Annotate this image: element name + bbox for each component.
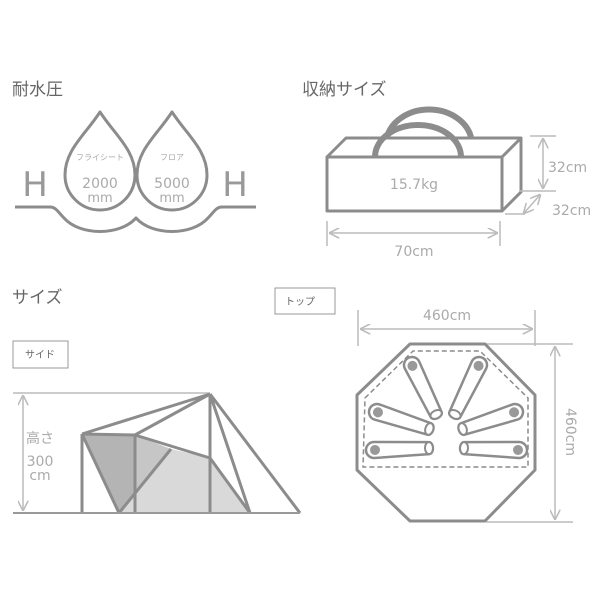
- side-tag: サイド: [25, 349, 55, 361]
- fly-value: 2000: [82, 176, 118, 192]
- bag-front: [325, 155, 504, 213]
- size-title: サイズ: [12, 288, 63, 308]
- fly-unit: mm: [87, 191, 112, 206]
- storage-title: 収納サイズ: [302, 80, 387, 100]
- floor-value: 5000: [154, 176, 190, 192]
- sleeping-bag-icon: [364, 438, 435, 460]
- sleeping-bag-icon: [400, 353, 447, 423]
- water-pressure-title: 耐水圧: [12, 80, 63, 100]
- storage-width: 70cm: [394, 244, 433, 260]
- top-tag-box: [274, 287, 336, 315]
- side-tag-box: [12, 340, 69, 369]
- storage-depth: 32cm: [552, 203, 591, 219]
- height-symbol-left: H: [22, 165, 48, 205]
- bag-handle-front: [372, 122, 464, 158]
- side-height-unit: cm: [29, 468, 50, 484]
- sleeping-bag-icon: [444, 353, 491, 423]
- storage-height: 32cm: [548, 160, 587, 176]
- storage-bag-graphic: 15.7kg 32cm 32cm 70cm: [325, 106, 591, 260]
- side-view-graphic: 高さ 300 cm: [13, 392, 302, 514]
- side-height-value: 300: [27, 454, 54, 470]
- storage-weight: 15.7kg: [390, 177, 438, 193]
- floor-unit: mm: [159, 191, 184, 206]
- top-view-graphic: 460cm 460cm: [355, 308, 578, 523]
- fly-label: フライシート: [76, 153, 124, 162]
- tent-floor-octagon: [355, 342, 537, 523]
- height-symbol-right: H: [222, 165, 248, 205]
- side-height-label: 高さ: [26, 430, 54, 447]
- top-depth: 460cm: [562, 408, 578, 456]
- sleeping-bag-icon: [458, 438, 529, 460]
- fly-drop-icon: [63, 110, 137, 212]
- floor-drop-icon: [135, 110, 209, 212]
- bag-handle-back: [384, 106, 474, 138]
- top-tag: トップ: [285, 296, 315, 308]
- floor-label: フロア: [160, 153, 184, 162]
- water-pressure-graphic: H H フライシート 2000 mm フロア 5000 mm: [15, 110, 256, 233]
- inner-tent-outline: [362, 350, 529, 468]
- top-width: 460cm: [423, 308, 471, 324]
